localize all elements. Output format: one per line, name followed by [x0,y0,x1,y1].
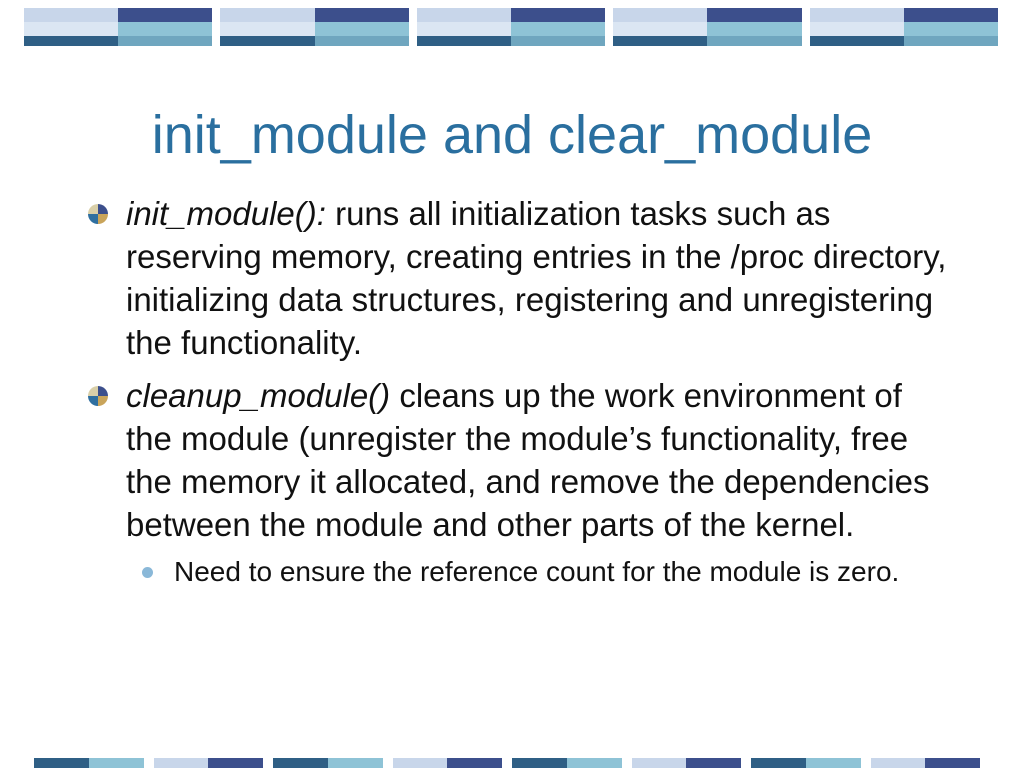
bullet-icon [88,386,108,406]
top-decorative-band [24,8,999,46]
slide-title: init_module and clear_module [151,105,873,165]
bullet-icon [88,204,108,224]
bottom-band-segment [34,758,144,768]
bullet-lead: init_module(): [126,195,326,232]
sub-bullet-text: Need to ensure the reference count for t… [174,556,900,587]
bottom-decorative-band [34,758,980,768]
sub-bullet-item: Need to ensure the reference count for t… [86,554,956,590]
top-band-block [220,8,409,46]
bullet-item: cleanup_module() cleans up the work envi… [86,374,956,546]
slide-body: init_module(): runs all initialization t… [86,192,956,590]
bullet-text: runs all initialization tasks such as re… [126,195,947,361]
bottom-band-segment [751,758,861,768]
bullet-lead: cleanup_module() [126,377,391,414]
top-band-block [613,8,802,46]
bottom-band-segment [631,758,741,768]
top-band-block [416,8,606,46]
bottom-band-segment [392,758,502,768]
bottom-band-segment [870,758,980,768]
bottom-band-segment [153,758,263,768]
bottom-band-segment [512,758,622,768]
top-band-block [809,8,999,46]
bottom-band-segment [273,758,383,768]
bullet-item: init_module(): runs all initialization t… [86,192,956,364]
bullet-text: cleans up the work environment of the mo… [126,377,930,543]
top-band-block [24,8,213,46]
dot-bullet-icon [142,567,153,578]
